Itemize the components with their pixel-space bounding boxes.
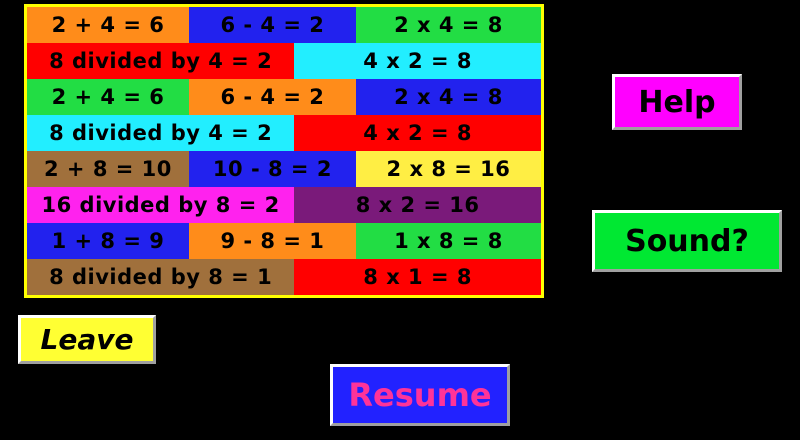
leave-button[interactable]: Leave [16,313,158,366]
fact-cell[interactable]: 8 divided by 8 = 1 [27,259,295,295]
fact-cell[interactable]: 4 x 2 = 8 [294,43,541,79]
fact-cell[interactable]: 2 x 4 = 8 [355,79,541,115]
sound-button[interactable]: Sound? [590,208,784,274]
leave-button-label: Leave [40,323,134,356]
fact-cell[interactable]: 8 x 2 = 16 [294,187,541,223]
fact-cell[interactable]: 16 divided by 8 = 2 [27,187,295,223]
fact-cell[interactable]: 1 + 8 = 9 [27,223,189,259]
help-button[interactable]: Help [610,72,744,132]
fact-cell[interactable]: 8 x 1 = 8 [294,259,541,295]
fact-cell[interactable]: 6 - 4 = 2 [188,79,356,115]
help-button-label: Help [638,84,716,120]
fact-cell[interactable]: 2 + 4 = 6 [27,79,189,115]
fact-cell[interactable]: 2 x 8 = 16 [355,151,541,187]
fact-cell[interactable]: 2 + 8 = 10 [27,151,189,187]
fact-cell[interactable]: 8 divided by 4 = 2 [27,43,295,79]
fact-cell[interactable]: 8 divided by 4 = 2 [27,115,295,151]
fact-cell[interactable]: 9 - 8 = 1 [188,223,356,259]
fact-cell[interactable]: 6 - 4 = 2 [188,7,356,43]
resume-button[interactable]: Resume [328,362,512,428]
resume-button-label: Resume [348,376,492,414]
fact-cell[interactable]: 1 x 8 = 8 [355,223,541,259]
fact-cell[interactable]: 10 - 8 = 2 [188,151,356,187]
sound-button-label: Sound? [625,223,749,259]
fact-cell[interactable]: 2 x 4 = 8 [355,7,541,43]
fact-cell[interactable]: 2 + 4 = 6 [27,7,189,43]
fact-cell[interactable]: 4 x 2 = 8 [294,115,541,151]
